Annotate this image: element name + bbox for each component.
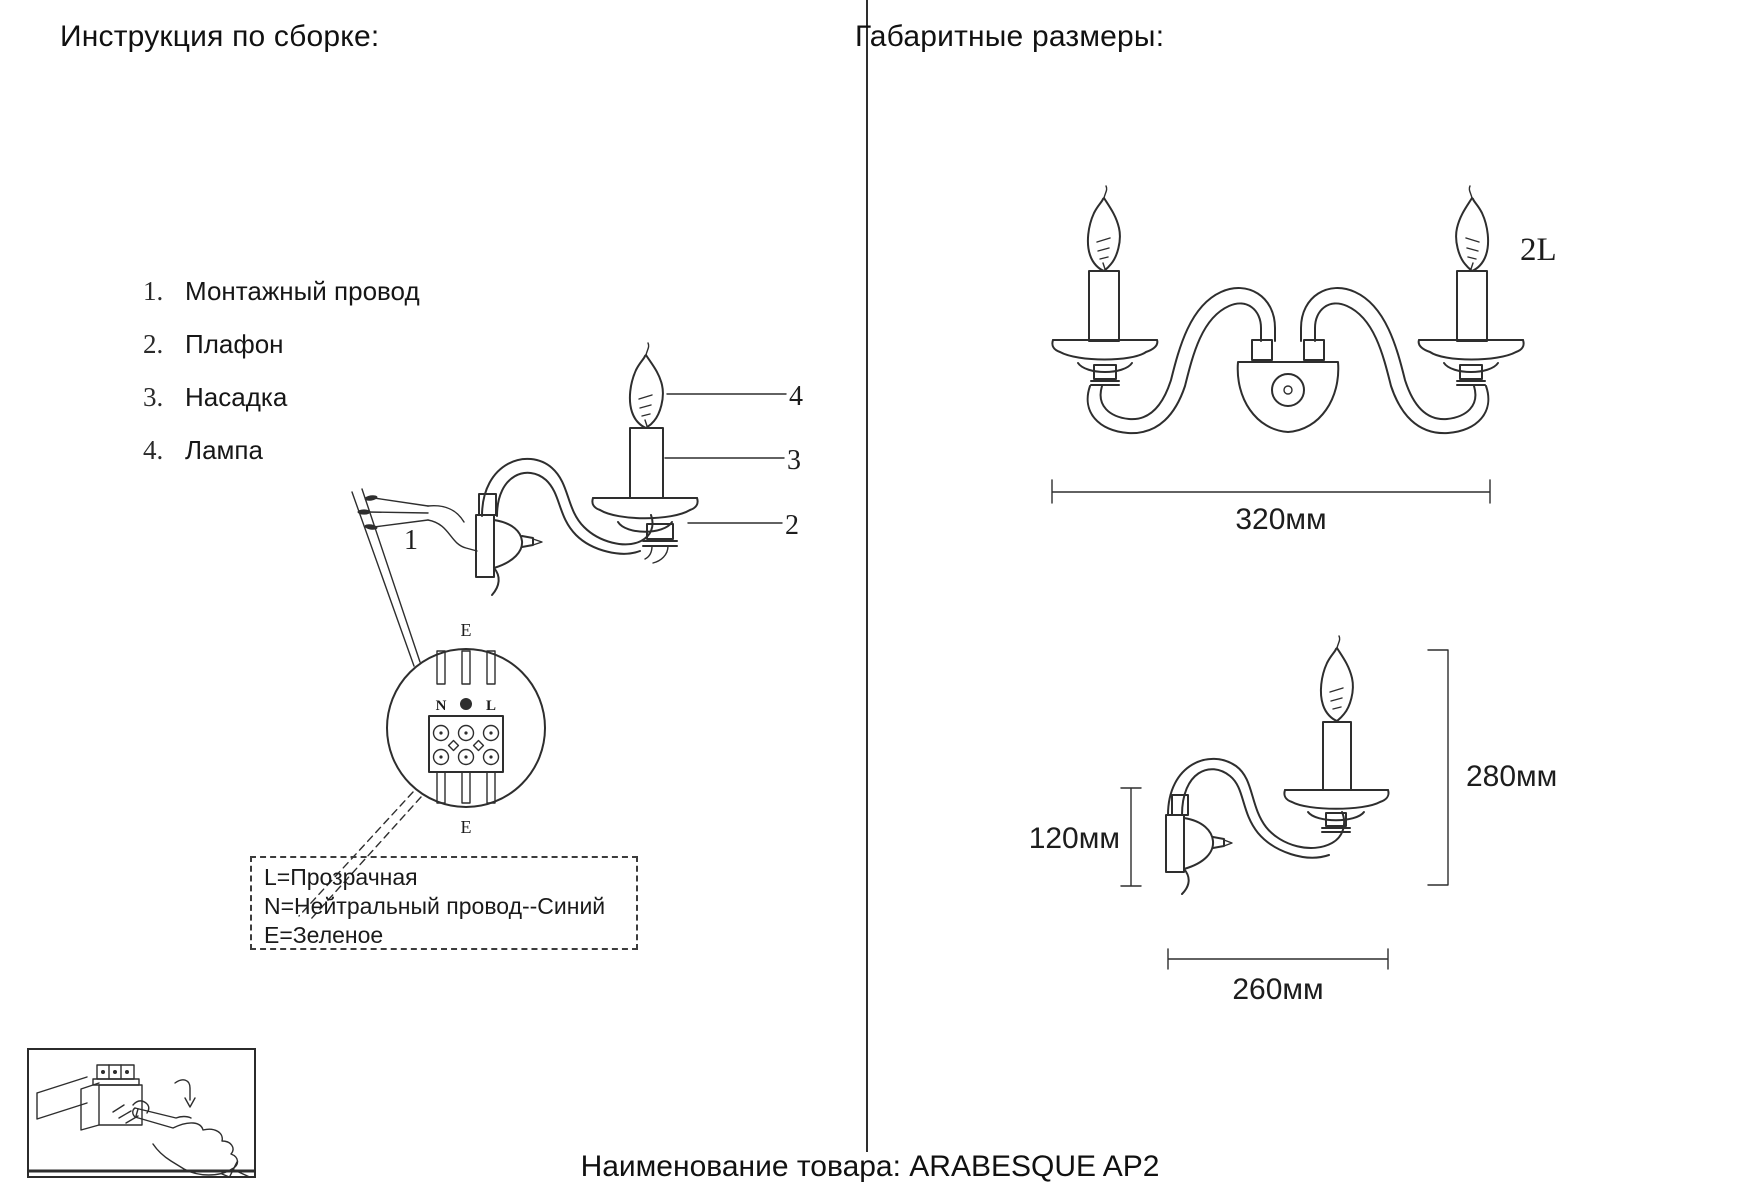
lamp-count-badge: 2L (1520, 232, 1557, 268)
wall-shelf (36, 1076, 88, 1120)
detail-leader-lines (298, 488, 422, 920)
right-section-title: Габаритные размеры: (855, 20, 1165, 53)
backplate-height-dimension (1120, 787, 1142, 887)
terminal-strip (80, 1064, 150, 1131)
parts-list-item: 1. Монтажный провод (143, 276, 420, 329)
callout-number-nozzle: 3 (787, 445, 801, 476)
legend-line-neutral: N=Нейтральный провод--Синий (264, 893, 606, 919)
legend-line-live: L=Прозрачная (264, 864, 418, 890)
front-view-candle-arm (1051, 185, 1276, 435)
parts-list: 1. Монтажный провод 2. Плафон 3. Насадка… (143, 276, 420, 488)
side-view-drawing (1165, 635, 1390, 895)
callout-number-shade: 2 (785, 510, 799, 541)
depth-dimension-label: 260мм (1232, 973, 1323, 1006)
candle-flame (628, 354, 664, 429)
width-dimension (1051, 479, 1491, 504)
column-divider (866, 0, 868, 1152)
front-view-wall-plate (1236, 361, 1340, 433)
part-number: 1. (143, 276, 164, 306)
terminal-label-neutral: N (436, 698, 447, 714)
part-label: Монтажный провод (185, 276, 420, 306)
part-number: 2. (143, 329, 164, 359)
callout-lines (664, 393, 787, 524)
part-label: Лампа (185, 435, 263, 465)
part-number: 4. (143, 435, 164, 465)
product-name: Наименование товара: ARABESQUE AP2 (580, 1150, 1160, 1183)
bulb-filament (638, 394, 653, 427)
terminal-label-live: L (486, 698, 496, 714)
callout-number-lamp: 4 (789, 381, 803, 412)
depth-dimension (1167, 948, 1389, 970)
left-section-title: Инструкция по сборке: (60, 20, 380, 53)
sconce-arm-drawing (481, 458, 654, 555)
dimensions-diagram: 2L 320мм 120мм (1029, 185, 1557, 1006)
ground-symbol-icon (460, 698, 472, 710)
wiring-instruction-box (27, 1048, 256, 1182)
wall-bracket-drawing (475, 493, 543, 596)
part-label: Плафон (185, 329, 284, 359)
legend-line-earth: E=Зеленое (264, 922, 384, 948)
wiring-legend-box: L=Прозрачная N=Нейтральный провод--Синий… (250, 856, 638, 950)
rotate-down-arrow-icon (174, 1079, 196, 1108)
width-dimension-label: 320мм (1235, 503, 1326, 536)
parts-list-item: 3. Насадка (143, 382, 420, 435)
overall-height-dimension (1427, 649, 1449, 886)
callout-number-wire: 1 (404, 525, 418, 556)
mounting-wires (357, 495, 478, 552)
backplate-height-label: 120мм (1029, 822, 1120, 855)
candle-tube (1088, 270, 1120, 342)
part-label: Насадка (185, 382, 288, 412)
terminal-block (428, 715, 504, 773)
terminal-label-top: E (461, 620, 472, 640)
assembly-diagram: 1 4 (298, 342, 803, 920)
candle-flame (1086, 197, 1121, 272)
terminal-label-bottom: E (461, 817, 472, 837)
parts-list-item: 2. Плафон (143, 329, 420, 382)
candle-tube (629, 427, 664, 499)
terminal-detail-circle: N L (386, 648, 546, 808)
part-number: 3. (143, 382, 164, 412)
candle-assembly-drawing (591, 342, 699, 564)
wall-plate (1165, 814, 1185, 873)
overall-height-label: 280мм (1466, 760, 1557, 793)
parts-list-item: 4. Лампа (143, 435, 420, 488)
